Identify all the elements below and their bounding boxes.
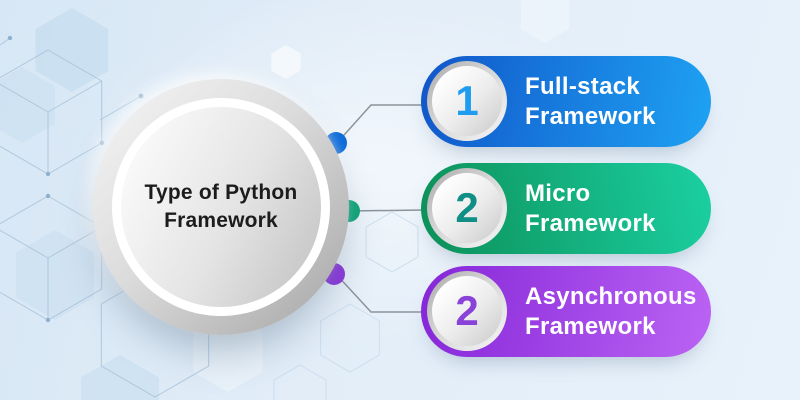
hexagon-wireframe-spokes <box>0 80 102 174</box>
badge-face: 2 <box>432 276 502 346</box>
badge-number: 1 <box>455 77 479 124</box>
vertex-dot <box>99 140 105 146</box>
badge-circle: 2 <box>427 271 507 351</box>
pill-full-stack-framework: 1 Full-stack Framework <box>421 56 711 147</box>
vertex-dot <box>45 171 51 177</box>
badge-number: 2 <box>455 184 479 231</box>
vertex-dot <box>45 193 51 199</box>
central-title-line1: Type of Python <box>144 180 298 204</box>
central-circle: Type of Python Framework <box>93 79 349 335</box>
hexagon-wireframe-spokes <box>0 226 102 320</box>
hexagon-filled <box>0 67 55 143</box>
pill-label-line2: Framework <box>525 312 656 340</box>
vertex-dot <box>45 317 51 323</box>
pill-label-line2: Framework <box>525 102 656 130</box>
connector-line-3 <box>334 272 425 313</box>
pill-label-line1: Micro <box>525 179 591 207</box>
connector-line-2 <box>347 209 426 212</box>
connector-line-1 <box>335 104 425 145</box>
central-circle-face: Type of Python Framework <box>121 107 321 307</box>
hexagon-white <box>520 0 570 43</box>
pill-label-line2: Framework <box>525 209 656 237</box>
vertex-dot <box>138 93 144 99</box>
badge-face: 2 <box>432 173 502 243</box>
pill-label-line1: Asynchronous <box>525 282 697 310</box>
vertex-dot <box>7 35 13 41</box>
badge-circle: 1 <box>427 61 507 141</box>
pill-label-line1: Full-stack <box>525 72 641 100</box>
pill-asynchronous-framework: 2 Asynchronous Framework <box>421 266 711 357</box>
hexagon-outline-faint <box>273 364 327 400</box>
pill-label: Asynchronous Framework <box>525 282 697 342</box>
hexagon-filled <box>81 355 159 400</box>
central-circle-white-ring: Type of Python Framework <box>112 98 330 316</box>
accent-line <box>99 95 142 121</box>
badge-circle: 2 <box>427 168 507 248</box>
pill-label: Full-stack Framework <box>525 72 656 132</box>
hexagon-outline-faint <box>365 211 419 273</box>
hexagon-outline-faint <box>320 303 380 373</box>
badge-face: 1 <box>432 66 502 136</box>
central-title-line2: Framework <box>164 209 278 232</box>
hexagon-filled <box>35 8 109 92</box>
pill-micro-framework: 2 Micro Framework <box>421 163 711 254</box>
hexagon-white <box>271 45 301 79</box>
pill-label: Micro Framework <box>525 179 656 239</box>
central-title: Type of Python Framework <box>145 179 298 236</box>
badge-number: 2 <box>455 287 479 334</box>
hexagon-filled <box>16 230 94 320</box>
